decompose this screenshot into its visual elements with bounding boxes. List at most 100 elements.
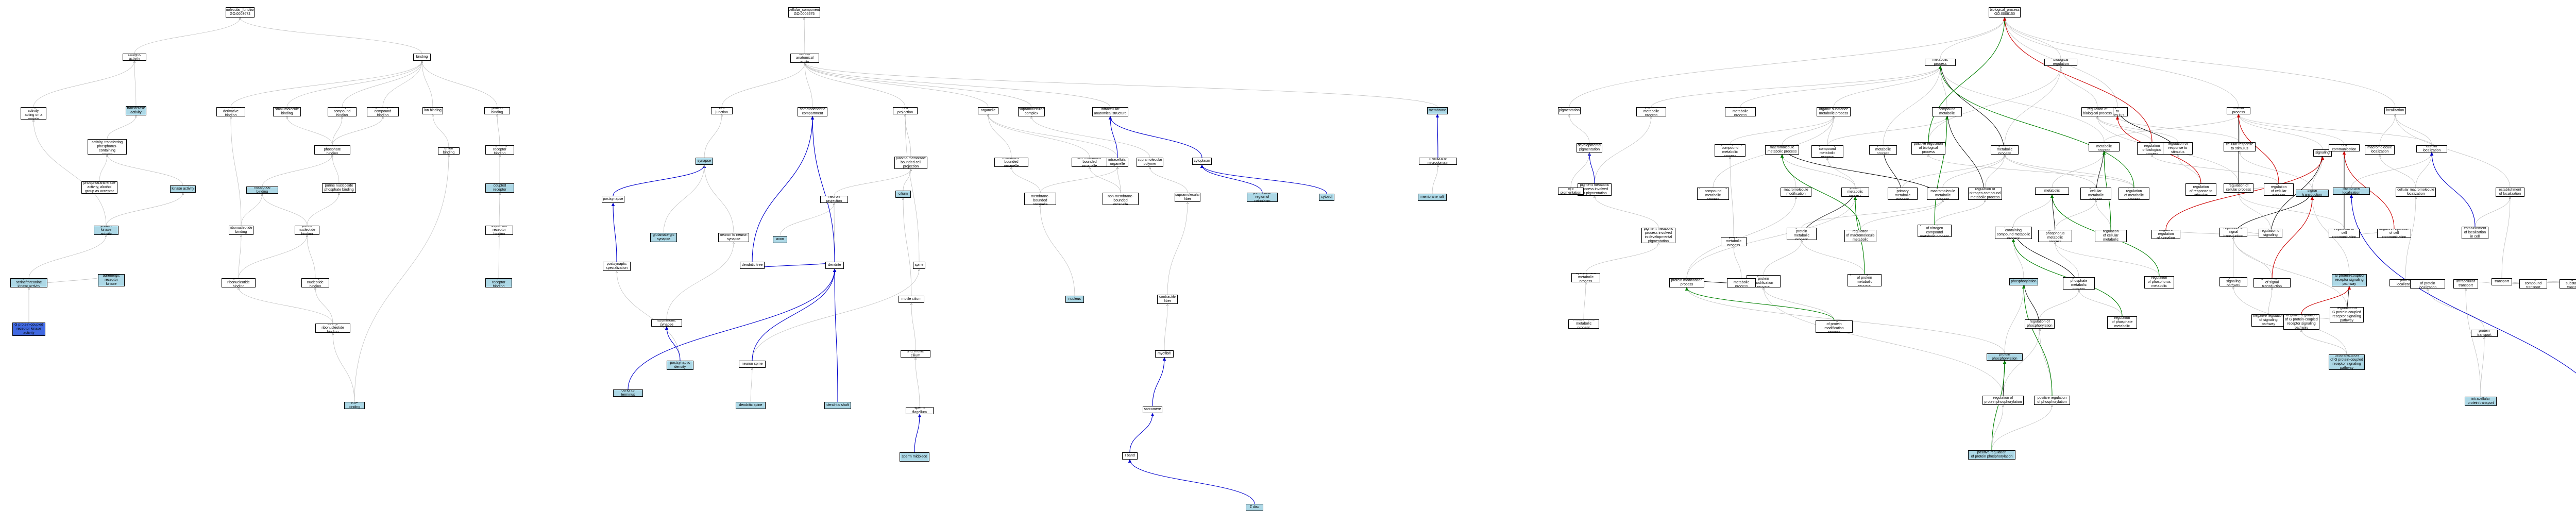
go-term-node: membrane — [1427, 107, 1448, 114]
relation-edge — [2240, 151, 2313, 190]
go-term-node: dendritic tree — [740, 262, 765, 269]
go-term-node: macromolecule metabolic process — [1765, 145, 1799, 155]
go-term-node: dopamine receptor binding — [485, 226, 513, 235]
go-term-node: anion binding — [438, 147, 460, 155]
relation-edge — [1200, 164, 1327, 194]
relation-edge — [239, 287, 333, 324]
relation-edge — [2061, 66, 2098, 108]
relation-edge — [805, 63, 906, 108]
relation-edge — [2239, 193, 2345, 229]
go-term-node: negative regulation of signal transducti… — [2253, 278, 2291, 287]
relation-edge — [2079, 290, 2123, 317]
go-term-node: glutamatergic synapse — [650, 233, 677, 242]
relation-edge — [238, 235, 241, 279]
relation-edge — [287, 116, 333, 146]
go-term-node: positive regulation of biological proces… — [1911, 142, 1945, 155]
relation-edge — [99, 155, 107, 182]
go-term-node: organic substance metabolic process — [1817, 107, 1851, 116]
relation-edge — [2349, 194, 2576, 374]
relation-edge — [1164, 304, 1167, 351]
relation-edge — [1827, 158, 1856, 188]
go-term-node: cytoplasm — [1192, 158, 1212, 165]
relation-edge — [663, 165, 704, 233]
relation-edge — [988, 114, 1012, 158]
relation-edge — [914, 414, 922, 453]
relation-edge — [988, 114, 1118, 158]
go-term-node: dendrite — [825, 262, 844, 269]
go-term-node: neuron to neuron synapse — [718, 233, 749, 242]
relation-edge — [911, 303, 916, 351]
go-term-node: regulation of primary metabolic process — [1888, 188, 1918, 200]
go-term-node: positive regulation of phosphorylation — [2034, 396, 2070, 405]
go-term-node: dendritic shaft — [824, 402, 851, 409]
relation-edge — [805, 63, 1438, 108]
relation-edge — [1090, 167, 1121, 193]
relation-edge — [2268, 287, 2272, 315]
relation-edge — [1040, 205, 1075, 296]
go-term-node: binding — [413, 54, 431, 61]
go-term-node: phosphotransferase activity, alcohol gro… — [81, 181, 117, 194]
go-term-node: positive regulation of metabolic process — [2119, 188, 2149, 200]
relation-edge — [833, 268, 838, 402]
relation-edge — [1108, 116, 1118, 158]
relation-edge — [332, 116, 342, 146]
relation-edge — [1583, 282, 1586, 320]
go-term-node: regulation of phosphate metabolic proces… — [2063, 277, 2095, 290]
relation-edge — [230, 61, 422, 108]
go-term-node: positive regulation of phosphorus metabo… — [2144, 276, 2174, 289]
relation-edge — [1940, 66, 2105, 143]
go-term-node: pigment metabolic process — [1636, 107, 1666, 116]
go-term-node: cellular localization — [2416, 145, 2447, 152]
go-term-node: regulation of cellular metabolic process — [2080, 188, 2111, 200]
relation-edge — [28, 235, 106, 279]
relation-edge — [1200, 164, 1263, 193]
relation-edge — [1928, 66, 2061, 143]
go-term-node: regulation of metabolic process — [1991, 145, 2019, 155]
relation-edge — [804, 18, 805, 54]
relation-edge — [1780, 154, 1861, 230]
relation-edge — [433, 114, 449, 148]
relation-edge — [2005, 155, 2134, 188]
relation-edge — [499, 193, 500, 226]
go-term-node: asymmetric synapse — [651, 319, 682, 327]
go-term-node: positive regulation of cellular metaboli… — [2095, 230, 2127, 242]
go-term-node: negative regulation of signaling pathway — [2251, 314, 2285, 327]
relation-edge — [1860, 200, 1943, 230]
relation-edge — [2005, 18, 2239, 108]
go-term-node: ribonucleotide binding — [229, 226, 253, 235]
relation-edge — [905, 114, 920, 262]
relation-edge — [2004, 285, 2024, 354]
relation-edge — [2405, 197, 2416, 280]
relation-edge — [1594, 116, 1651, 184]
go-term-node: regulation of cellular process — [2224, 183, 2253, 193]
go-term-node: signaling — [2313, 149, 2332, 157]
relation-edge — [2039, 290, 2079, 320]
go-term-node: regulation of protein phosphorylation — [1982, 396, 2024, 405]
relation-edge — [2480, 337, 2484, 397]
relation-edge — [333, 333, 355, 402]
relation-edge — [2022, 285, 2053, 396]
relation-edge — [1940, 66, 1947, 108]
relation-edge — [2233, 237, 2347, 308]
relation-edge — [805, 63, 813, 108]
go-term-node: D1 dopamine receptor binding — [485, 278, 512, 287]
go-term-node: transferase activity — [126, 106, 146, 115]
go-term-node: negative regulation of cellular process — [2264, 183, 2294, 196]
go-term-node: synapse — [696, 158, 713, 165]
go-term-node: adenyl ribonucleotide binding — [315, 324, 350, 333]
go-term-node: purine nucleoside phosphate binding — [322, 183, 356, 193]
relation-edge — [2415, 152, 2432, 188]
relation-edge — [2097, 116, 2153, 143]
relation-edge — [2055, 242, 2160, 277]
go-term-node: regulation of macromolecule metabolic pr… — [1927, 188, 1959, 200]
go-term-node: pigmentation — [1558, 107, 1581, 114]
go-term-node: eye pigment metabolic process — [1571, 273, 1600, 282]
go-term-node: regulation of signal transduction — [2219, 228, 2247, 237]
go-term-node: negative regulation of biological proces… — [2137, 142, 2167, 155]
go-term-node: spine — [913, 262, 925, 269]
relation-edge — [1686, 197, 1855, 279]
go-term-node: positive regulation of protein metabolic… — [1848, 274, 1882, 286]
relation-edge — [1782, 155, 1856, 188]
relation-edge — [805, 63, 1111, 108]
go-term-node: pigment metabolic process involved in de… — [1641, 228, 1675, 243]
